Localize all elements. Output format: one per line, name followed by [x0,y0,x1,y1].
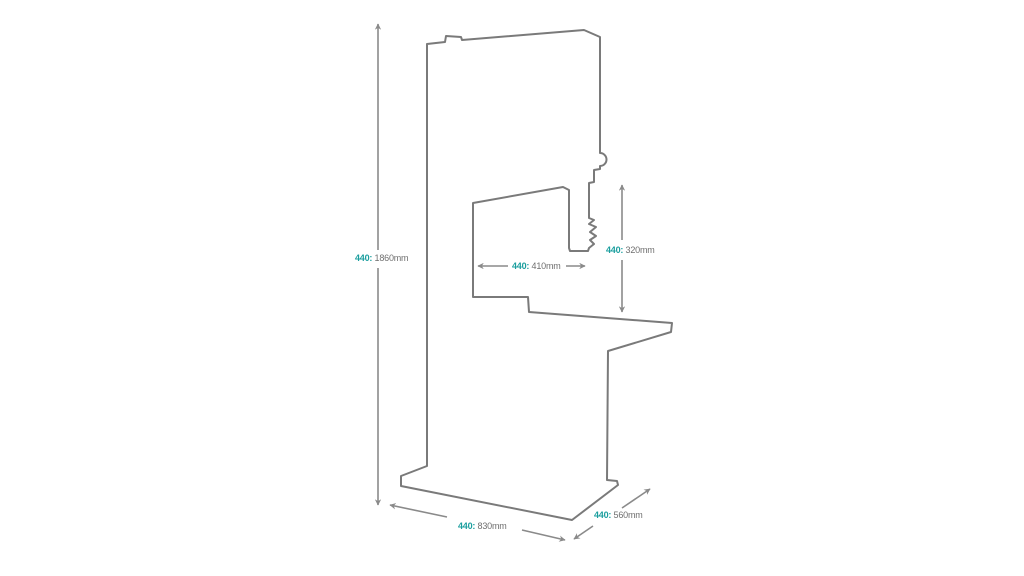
base-depth-arrow-right [621,488,651,509]
base-width-value: 830mm [477,521,507,531]
base-depth-value: 560mm [613,510,643,520]
base-width-label: 440: 830mm [458,521,507,531]
base-width-arrow-left [389,503,448,518]
model-tag: 440: [458,521,476,531]
cut-height-label: 440: 320mm [606,245,655,255]
base-width-arrow-right [521,529,566,542]
model-tag: 440: [355,253,373,263]
model-tag: 440: [594,510,612,520]
height-label: 440: 1860mm [355,253,409,263]
bandsaw-outline [400,29,673,521]
model-tag: 440: [606,245,624,255]
throat-width-label: 440: 410mm [512,261,561,271]
height-value: 1860mm [374,253,409,263]
model-tag: 440: [512,261,530,271]
base-depth-label: 440: 560mm [594,510,643,520]
throat-width-value: 410mm [531,261,561,271]
cut-height-value: 320mm [625,245,655,255]
dimension-arrows [374,23,651,542]
base-depth-arrow-left [573,525,594,540]
